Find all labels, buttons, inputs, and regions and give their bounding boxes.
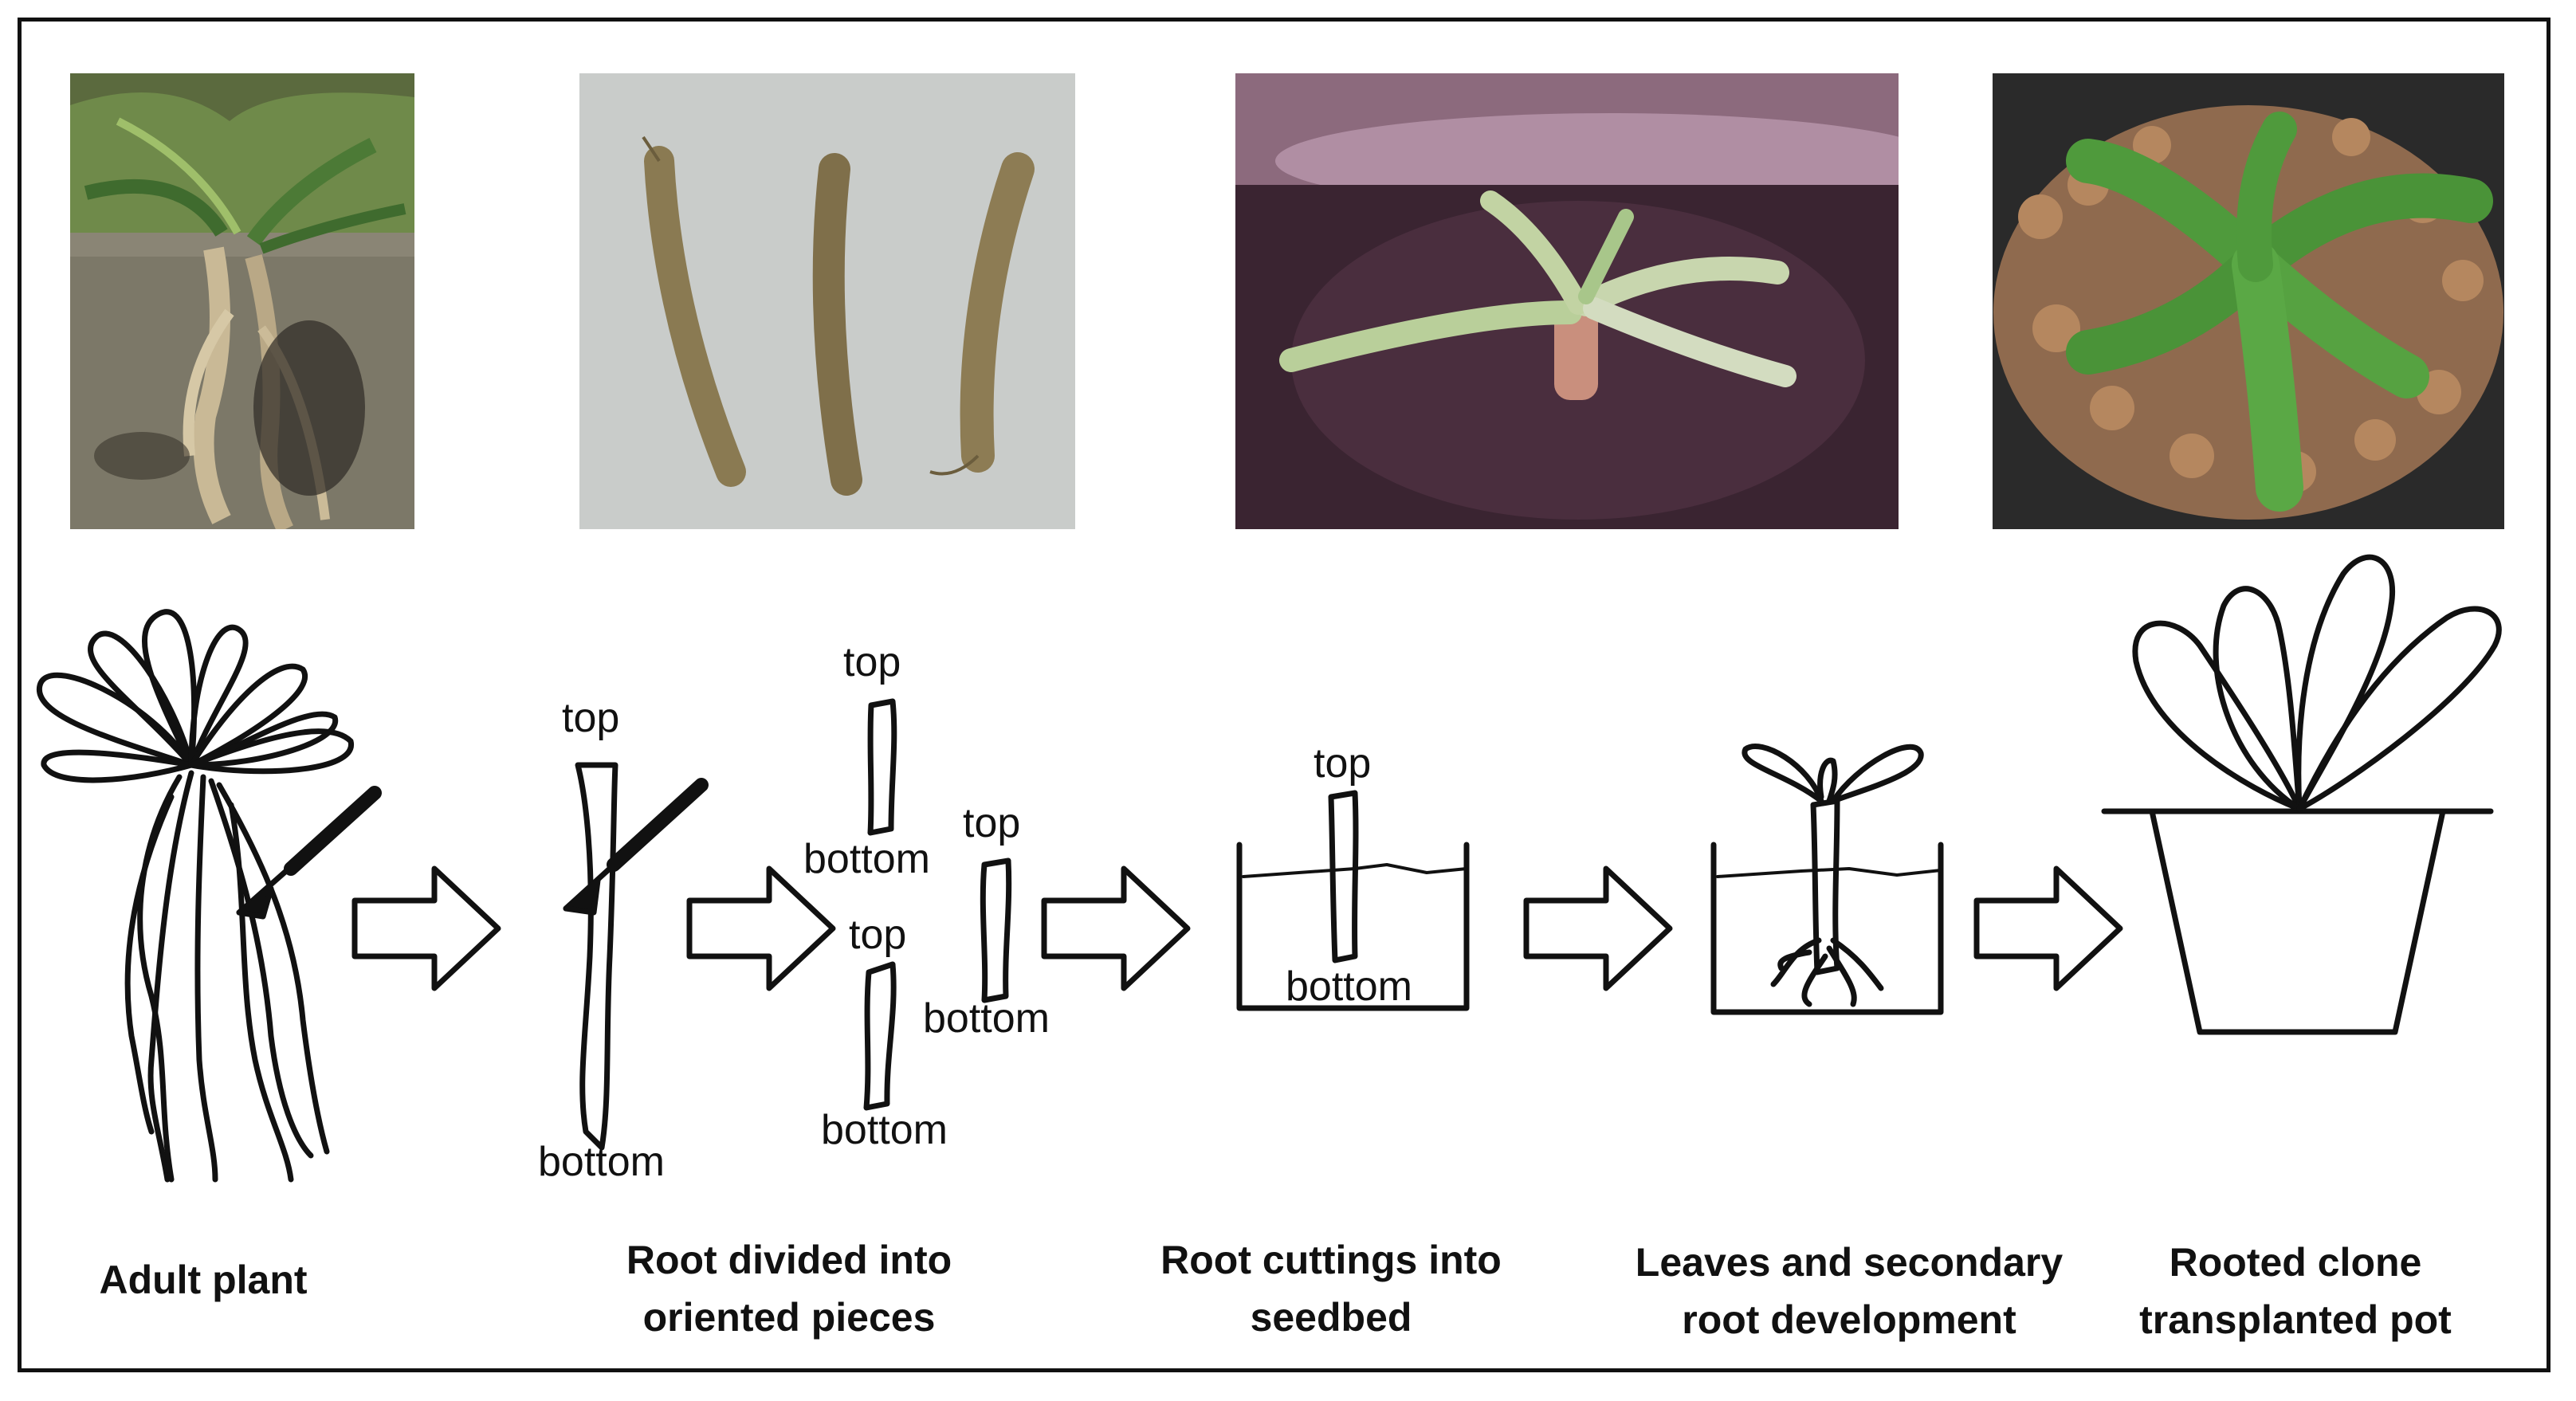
root-piece-3 <box>866 964 893 1108</box>
caption-line: Root cuttings into <box>1116 1231 1546 1289</box>
arrow-step-5 <box>1977 869 2120 988</box>
caption-line: Adult plant <box>48 1251 359 1309</box>
caption-line: Rooted clone <box>2096 1234 2495 1291</box>
label-top-4: top <box>849 912 906 958</box>
root-piece-2 <box>983 861 1008 1000</box>
label-bottom-2: bottom <box>803 836 930 882</box>
caption-rooted-clone: Rooted clone transplanted pot <box>2096 1234 2495 1348</box>
arrow-step-3 <box>1044 869 1188 988</box>
pot-with-plant <box>2104 557 2499 1032</box>
caption-line: Root divided into <box>574 1231 1004 1289</box>
root-piece-1 <box>870 701 894 833</box>
caption-leaves-development: Leaves and secondary root development <box>1602 1234 2096 1348</box>
label-bottom-3: bottom <box>923 995 1050 1042</box>
caption-line: oriented pieces <box>574 1289 1004 1346</box>
label-bottom-4: bottom <box>821 1107 948 1153</box>
label-top-3: top <box>963 800 1020 846</box>
adult-plant-drawing <box>39 612 351 1179</box>
caption-root-cuttings: Root cuttings into seedbed <box>1116 1231 1546 1346</box>
caption-line: root development <box>1602 1291 2096 1348</box>
label-top-1: top <box>562 695 619 741</box>
label-bottom-5: bottom <box>1286 963 1412 1010</box>
caption-root-divided: Root divided into oriented pieces <box>574 1231 1004 1346</box>
arrow-step-2 <box>689 869 833 988</box>
label-top-5: top <box>1314 740 1371 787</box>
root-piece-drawing <box>578 765 615 1148</box>
caption-line: transplanted pot <box>2096 1291 2495 1348</box>
label-top-2: top <box>843 639 901 685</box>
label-bottom-1: bottom <box>538 1139 665 1185</box>
caption-line: Leaves and secondary <box>1602 1234 2096 1291</box>
arrow-step-4 <box>1526 869 1670 988</box>
caption-line: seedbed <box>1116 1289 1546 1346</box>
sprouting-container <box>1714 746 1941 1012</box>
caption-adult-plant: Adult plant <box>48 1251 359 1309</box>
root-cutting <box>1331 793 1356 960</box>
arrow-step-1 <box>355 869 498 988</box>
